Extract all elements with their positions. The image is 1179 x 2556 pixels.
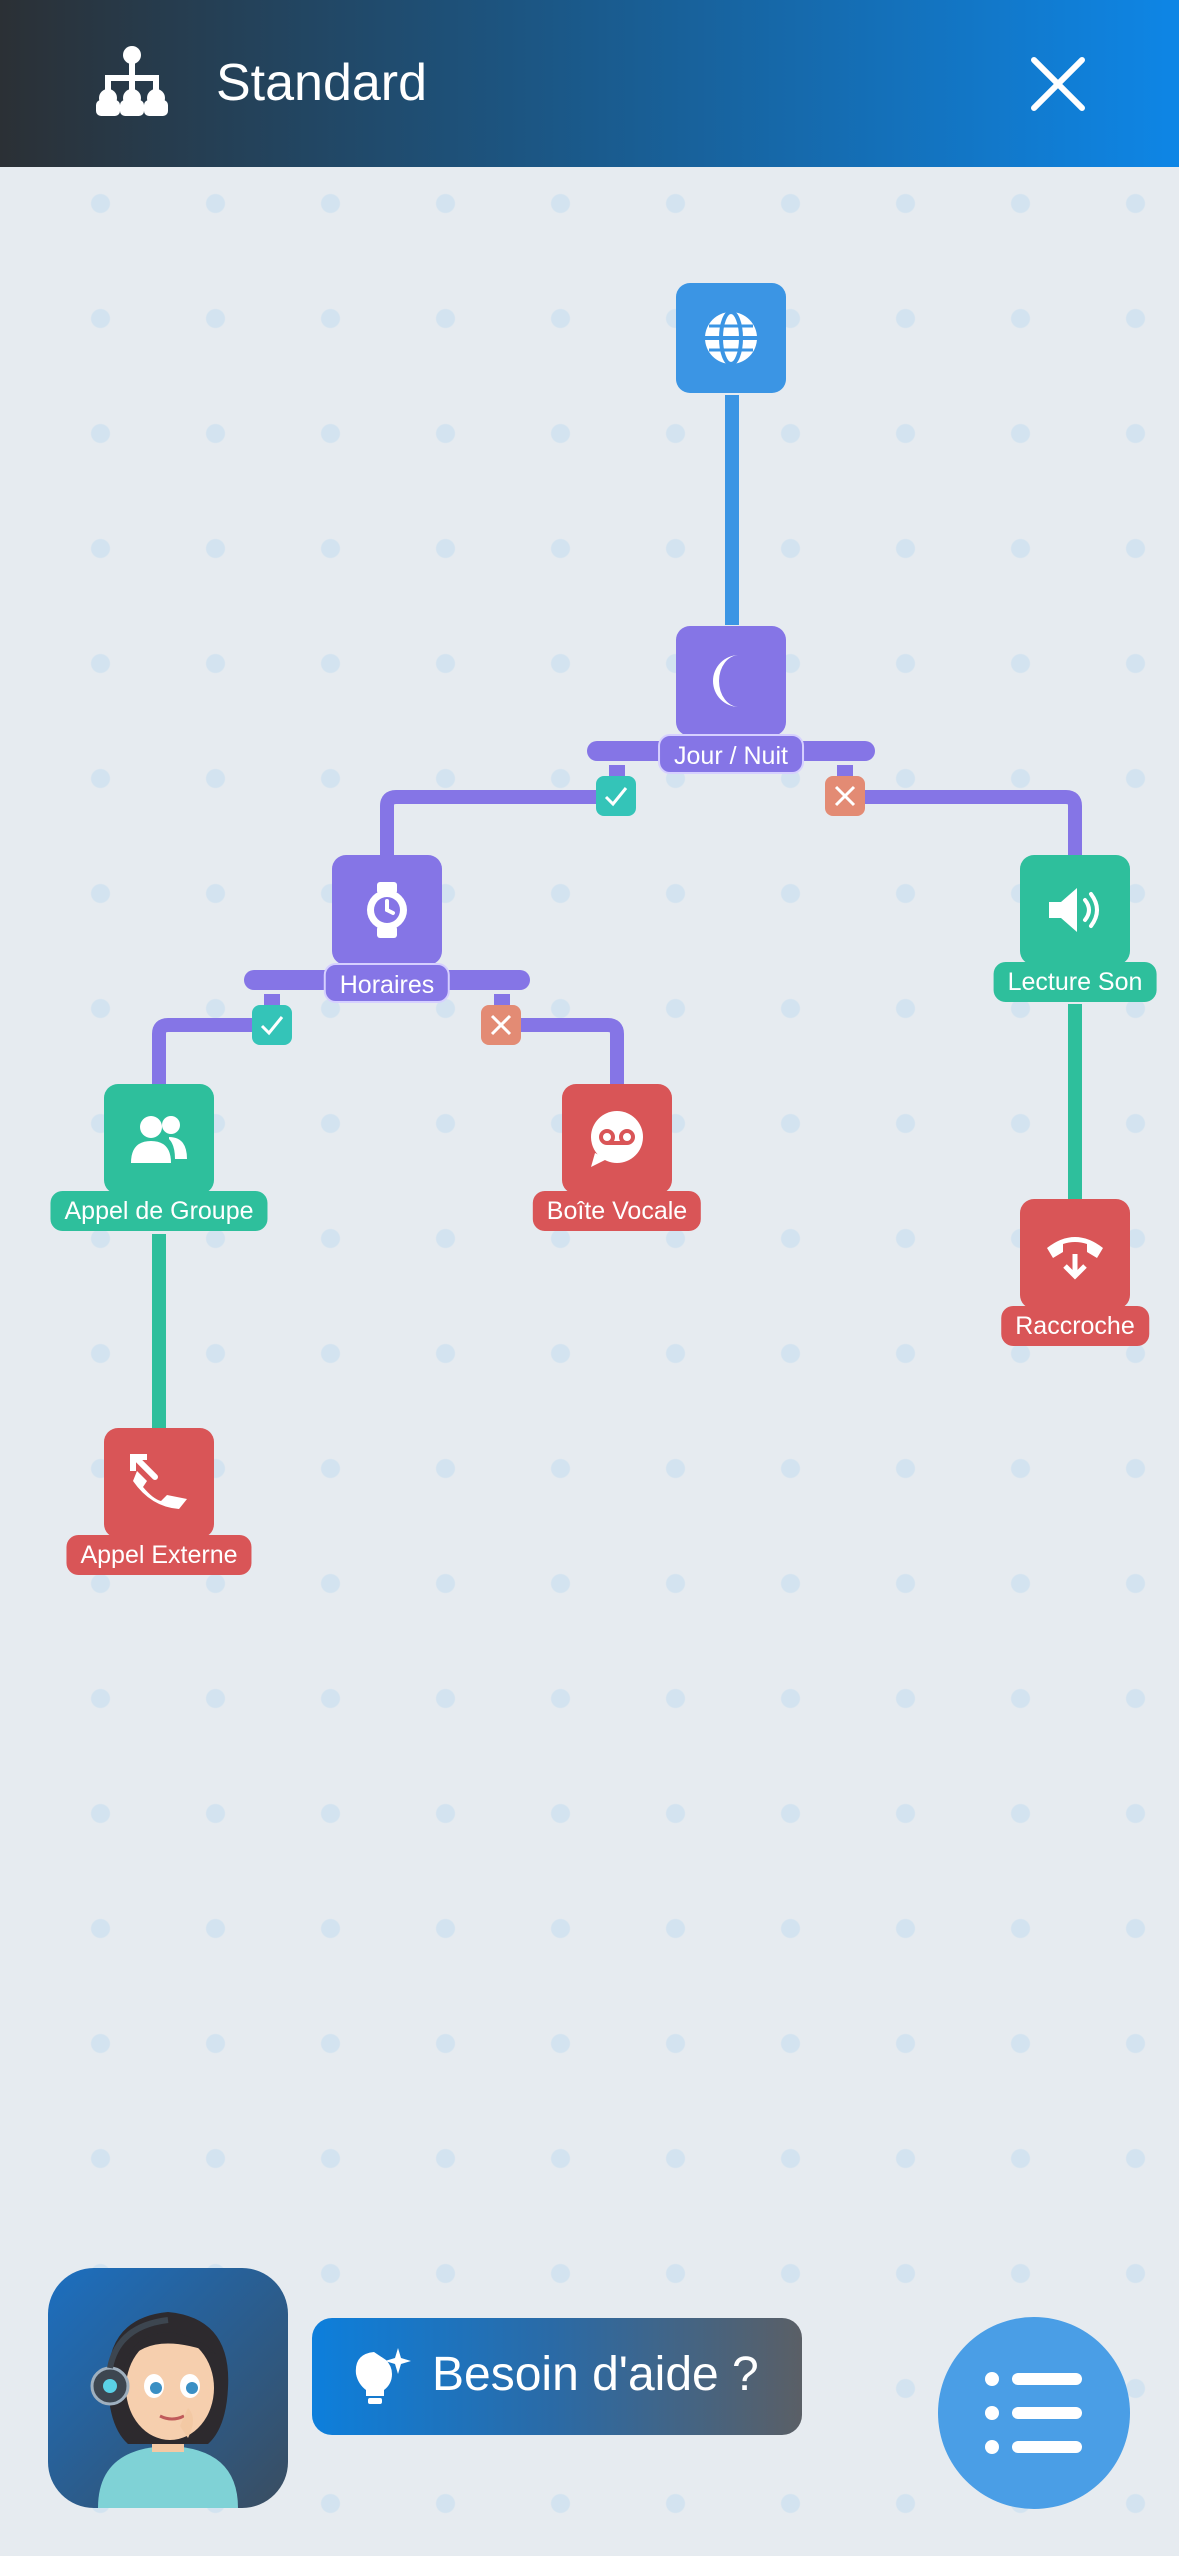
close-icon[interactable] [1024, 50, 1092, 118]
play-sound-node[interactable] [1020, 855, 1130, 965]
cross-icon [490, 1014, 512, 1036]
flow-canvas[interactable] [0, 167, 1179, 2556]
group-call-label: Appel de Groupe [50, 1191, 268, 1231]
cross-icon [834, 785, 856, 807]
external-call-icon [130, 1454, 187, 1509]
check-icon [604, 787, 628, 807]
speaker-icon [1049, 888, 1099, 932]
list-icon [985, 2372, 1082, 2454]
external-call-label: Appel Externe [66, 1535, 252, 1575]
schedules-node[interactable] [332, 855, 442, 965]
sitemap-icon [96, 46, 168, 116]
voicemail-icon [591, 1111, 643, 1167]
lightbulb-sparkle-icon [355, 2348, 411, 2404]
assistant-avatar-image [90, 2312, 238, 2508]
moon-icon [713, 655, 739, 707]
menu-button[interactable] [938, 2317, 1130, 2509]
hang-up-icon [1047, 1237, 1103, 1280]
hang-up-label: Raccroche [1001, 1306, 1149, 1346]
assistant-avatar[interactable] [48, 2268, 288, 2508]
day-night-node[interactable] [676, 626, 786, 736]
schedules-label: Horaires [323, 963, 451, 1003]
check-icon [260, 1016, 284, 1036]
users-icon [131, 1116, 187, 1163]
yes-badge-schedules [252, 1005, 292, 1045]
group-call-node[interactable] [104, 1084, 214, 1194]
watch-icon [367, 882, 407, 938]
yes-badge-day [596, 776, 636, 816]
voicemail-label: Boîte Vocale [532, 1191, 702, 1231]
voicemail-node[interactable] [562, 1084, 672, 1194]
day-night-label: Jour / Nuit [658, 734, 804, 774]
play-sound-label: Lecture Son [993, 962, 1157, 1002]
entry-node[interactable] [676, 283, 786, 393]
help-button-label: Besoin d'aide ? [432, 2348, 759, 2401]
page-title: Standard [216, 54, 428, 112]
globe-icon [705, 310, 757, 366]
hang-up-node[interactable] [1020, 1199, 1130, 1309]
app-header: Standard [0, 0, 1179, 167]
help-button[interactable]: Besoin d'aide ? [312, 2318, 802, 2435]
external-call-node[interactable] [104, 1428, 214, 1538]
no-badge-night [825, 776, 865, 816]
no-badge-schedules [481, 1005, 521, 1045]
